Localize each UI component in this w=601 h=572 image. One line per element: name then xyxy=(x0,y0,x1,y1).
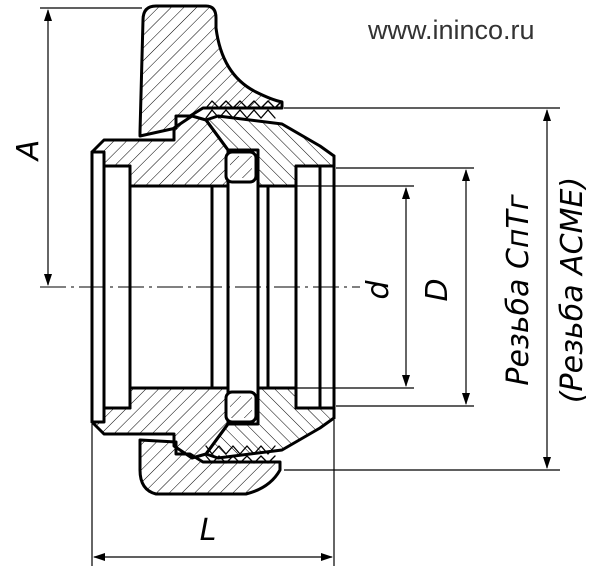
website-label: www.ininco.ru xyxy=(367,15,535,45)
dim-D-label: D xyxy=(420,278,455,301)
thread-label-en: (Резьба ACME) xyxy=(555,177,590,403)
dim-L-label: L xyxy=(200,513,217,548)
dim-d-label: d xyxy=(361,280,396,300)
seal-lower-hatch xyxy=(230,396,252,418)
thread-label-ru: Резьба СпТг xyxy=(501,194,536,385)
nut-upper-section xyxy=(138,4,284,138)
thread-upper xyxy=(205,100,283,109)
dim-A-label: A xyxy=(11,140,46,163)
seal-upper-hatch xyxy=(230,156,252,178)
